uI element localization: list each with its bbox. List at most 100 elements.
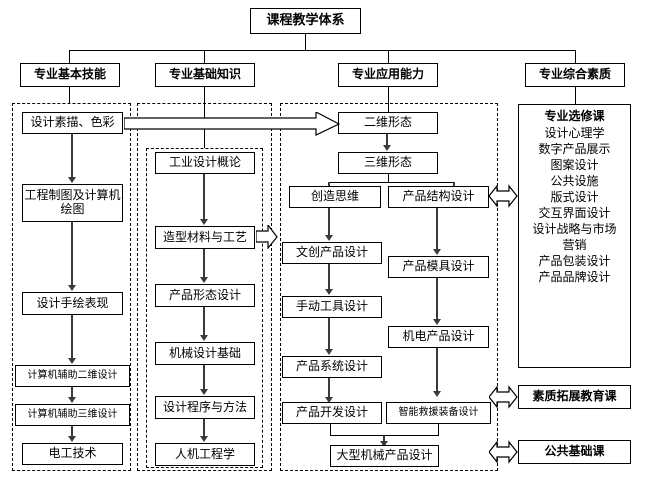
- elective-item-8: 营销: [562, 238, 587, 252]
- elective-item-10: 产品品牌设计: [538, 270, 611, 284]
- arrow-c3-3-5: [325, 208, 335, 242]
- branch-header-3-label: 专业应用能力: [351, 67, 424, 82]
- elective-card-heading: 专业选修课: [544, 109, 605, 123]
- node-c2-4-label: 机械设计基础: [168, 345, 241, 360]
- elective-item-1: 设计心理学: [544, 126, 605, 140]
- split-bus: [330, 182, 455, 183]
- node-c3-7-label: 手动工具设计: [295, 299, 368, 314]
- node-c3-10[interactable]: 产品开发设计: [282, 402, 382, 424]
- arrow-c1-2-3: [68, 222, 78, 292]
- node-c1-5-label: 计算机辅助三维设计: [27, 409, 118, 421]
- node-c4-public-basic-label: 公共基础课: [544, 444, 605, 459]
- arrow-merge-down: [380, 435, 390, 449]
- node-c1-1-label: 设计素描、色彩: [30, 115, 115, 130]
- header3-to-group: [388, 87, 389, 112]
- node-c1-6[interactable]: 电工技术: [22, 443, 123, 465]
- branch-header-4-label: 专业综合素质: [538, 67, 611, 82]
- node-c3-11-label: 智能救援装备设计: [398, 407, 479, 419]
- merge-right-stem: [438, 424, 439, 435]
- node-c4-quality-education[interactable]: 素质拓展教育课: [518, 385, 631, 409]
- arrow-c1-1-2: [68, 134, 78, 184]
- arrow-c3-6-9: [433, 278, 443, 326]
- node-c1-2-label: 工程制图及计算机绘图: [24, 188, 121, 216]
- node-c1-4[interactable]: 计算机辅助二维设计: [15, 365, 130, 387]
- split-stem: [388, 174, 389, 182]
- node-c3-3[interactable]: 创造思维: [289, 186, 381, 208]
- arrow-c3-8-10: [325, 378, 335, 404]
- node-c4-quality-education-label: 素质拓展教育课: [532, 389, 617, 404]
- elective-course-card[interactable]: 专业选修课 设计心理学 数字产品展示 图案设计 公共设施 版式设计 交互界面设计…: [518, 104, 631, 368]
- arrow-c3-4-6: [433, 208, 443, 256]
- double-arrow-icon-3: [489, 440, 518, 464]
- elective-item-9: 产品包装设计: [538, 254, 611, 268]
- node-c3-2[interactable]: 三维形态: [338, 152, 438, 174]
- node-c1-3-label: 设计手绘表现: [36, 295, 109, 310]
- link-right-arrow-icon: [256, 225, 278, 249]
- node-c3-1-label: 二维形态: [363, 115, 412, 130]
- node-c3-1[interactable]: 二维形态: [338, 112, 438, 134]
- node-c3-12-label: 大型机械产品设计: [336, 448, 433, 463]
- node-c2-4[interactable]: 机械设计基础: [155, 342, 255, 365]
- wide-right-arrow-icon: [124, 112, 340, 136]
- branch-header-2-label: 专业基础知识: [168, 67, 241, 82]
- node-c3-11[interactable]: 智能救援装备设计: [386, 402, 491, 424]
- node-c3-5[interactable]: 文创产品设计: [282, 242, 382, 264]
- branch-header-1-label: 专业基本技能: [33, 67, 106, 82]
- node-c2-2[interactable]: 造型材料与工艺: [155, 226, 255, 249]
- node-c3-6[interactable]: 产品模具设计: [388, 256, 489, 278]
- node-c2-1-label: 工业设计概论: [168, 155, 241, 170]
- arrow-c1-5-6: [68, 426, 78, 443]
- elective-item-2: 数字产品展示: [538, 142, 611, 156]
- node-c3-9-label: 机电产品设计: [402, 329, 475, 344]
- group-box-column1: [12, 103, 131, 471]
- elective-item-4: 公共设施: [550, 174, 599, 188]
- node-c2-5-label: 设计程序与方法: [162, 399, 247, 414]
- root-node[interactable]: 课程教学体系: [250, 8, 361, 34]
- branch-header-3[interactable]: 专业应用能力: [338, 63, 438, 87]
- node-c3-5-label: 文创产品设计: [295, 245, 368, 260]
- branch-header-2[interactable]: 专业基础知识: [155, 63, 255, 87]
- group-box-column3: [280, 103, 498, 471]
- elective-item-3: 图案设计: [550, 158, 599, 172]
- arrow-c3-7-8: [325, 318, 335, 356]
- node-c3-3-label: 创造思维: [310, 189, 359, 204]
- header4-to-group: [575, 87, 576, 104]
- node-c3-2-label: 三维形态: [363, 155, 412, 170]
- node-c3-9[interactable]: 机电产品设计: [388, 326, 489, 348]
- branch-header-1[interactable]: 专业基本技能: [20, 63, 120, 87]
- node-c3-4-label: 产品结构设计: [402, 189, 475, 204]
- arrow-c3-5-7: [325, 264, 335, 296]
- node-c2-6[interactable]: 人机工程学: [155, 443, 255, 466]
- arrow-c2-3-4: [200, 307, 210, 342]
- node-c2-3[interactable]: 产品形态设计: [155, 284, 255, 307]
- node-c3-8[interactable]: 产品系统设计: [282, 356, 382, 378]
- node-c2-2-label: 造型材料与工艺: [162, 229, 247, 244]
- node-c3-12[interactable]: 大型机械产品设计: [330, 445, 439, 467]
- node-c4-public-basic[interactable]: 公共基础课: [518, 440, 631, 464]
- node-c3-10-label: 产品开发设计: [295, 405, 368, 420]
- arrow-c2-4-5: [200, 365, 210, 396]
- node-c2-6-label: 人机工程学: [174, 446, 235, 461]
- branch-drop-3: [388, 50, 389, 63]
- arrow-c2-1-2: [200, 174, 210, 226]
- arrow-c3-1-2: [383, 134, 393, 152]
- elective-item-7: 设计战略与市场: [532, 222, 617, 236]
- double-arrow-icon-1: [489, 184, 518, 208]
- branch-header-4[interactable]: 专业综合素质: [525, 63, 625, 87]
- double-arrow-icon-2: [489, 385, 518, 409]
- node-c2-3-label: 产品形态设计: [168, 287, 241, 302]
- node-c3-7[interactable]: 手动工具设计: [282, 296, 382, 318]
- node-c1-2[interactable]: 工程制图及计算机绘图: [22, 184, 123, 222]
- root-stem: [305, 34, 306, 50]
- node-c2-5[interactable]: 设计程序与方法: [155, 396, 255, 419]
- branch-drop-1: [69, 50, 70, 63]
- branch-drop-2: [204, 50, 205, 63]
- node-c1-5[interactable]: 计算机辅助三维设计: [15, 404, 130, 426]
- arrow-c2-5-6: [200, 419, 210, 443]
- node-c3-6-label: 产品模具设计: [402, 259, 475, 274]
- node-c1-1[interactable]: 设计素描、色彩: [22, 112, 123, 134]
- node-c3-4[interactable]: 产品结构设计: [388, 186, 489, 208]
- node-c2-1[interactable]: 工业设计概论: [155, 152, 255, 174]
- node-c1-3[interactable]: 设计手绘表现: [22, 292, 123, 315]
